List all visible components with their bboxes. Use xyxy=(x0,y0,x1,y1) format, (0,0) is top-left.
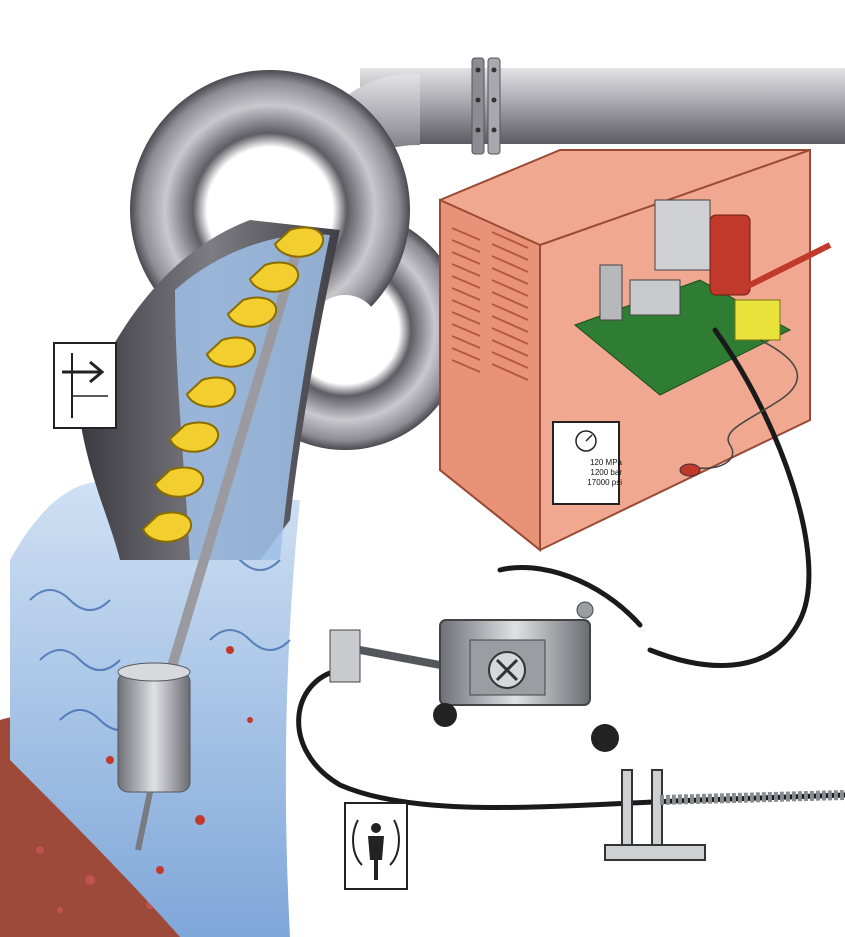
operator-safety-icon xyxy=(345,803,407,889)
flow-arrow-icon xyxy=(54,343,116,428)
pressure-readout: 120 MPa 1200 bar 17000 psi xyxy=(562,458,622,488)
pressure-mpa: 120 MPa xyxy=(562,458,622,468)
pressure-psi: 17000 psi xyxy=(562,478,622,488)
foot-pedal xyxy=(680,464,700,476)
pressure-bar: 1200 bar xyxy=(562,468,622,478)
horizontal-pipe xyxy=(360,58,845,154)
gauge-icon xyxy=(576,431,596,451)
flexible-hose xyxy=(660,795,845,800)
